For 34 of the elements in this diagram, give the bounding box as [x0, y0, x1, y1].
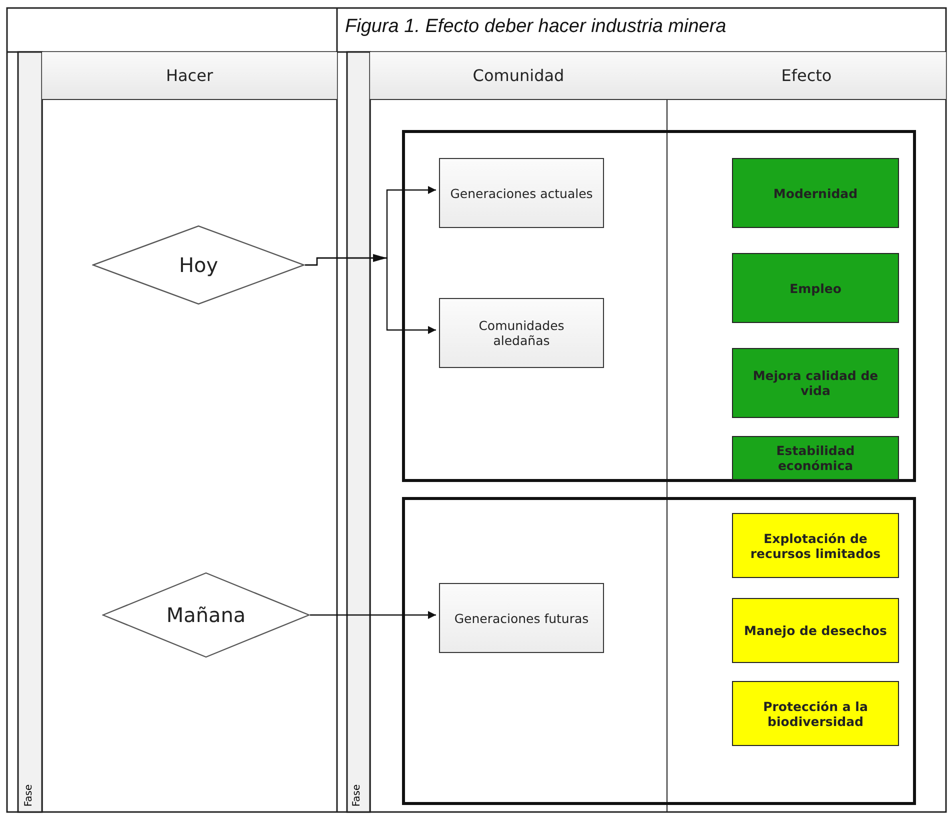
effect-box: [732, 598, 899, 663]
effect-box: [732, 348, 899, 418]
diagram-title: Figura 1. Efecto deber hacer industria minera: [345, 16, 726, 38]
box-label: Protección a la biodiversidad: [762, 698, 869, 728]
decision-diamond: [102, 572, 310, 658]
diamond-label: Hoy: [178, 253, 218, 277]
box-label: Generaciones actuales: [450, 186, 593, 200]
lane-label: Fase: [24, 784, 35, 807]
group-frame: [402, 130, 916, 482]
arrow: [305, 257, 436, 334]
box-label: Explotación de recursos limitados: [749, 530, 882, 560]
box-label: Manejo de desechos: [744, 623, 887, 638]
box-label: Modernidad: [773, 186, 858, 200]
process-box: [439, 583, 604, 653]
process-box: [439, 298, 604, 368]
box-label: Generaciones futuras: [454, 610, 589, 626]
effect-box: [732, 513, 899, 578]
effect-box: [732, 436, 899, 480]
box-label: Estabilidad económica: [775, 443, 856, 473]
arrow: [310, 611, 436, 619]
group-frame: [402, 497, 916, 805]
decision-diamond: [92, 225, 305, 305]
lane-label: Fase: [352, 784, 363, 807]
process-box: [439, 158, 604, 228]
lane-header: Hacer: [42, 52, 337, 100]
box-label: Empleo: [790, 280, 842, 296]
box-label: Comunidades aledañas: [478, 318, 566, 348]
lane-header: Comunidad: [370, 52, 667, 100]
effect-box: [732, 253, 899, 323]
box-label: Mejora calidad de vida: [752, 368, 880, 398]
diamond-label: Mañana: [166, 603, 246, 627]
effect-box: [732, 158, 899, 228]
lane-header: Efecto: [667, 52, 946, 100]
effect-box: [732, 681, 899, 746]
